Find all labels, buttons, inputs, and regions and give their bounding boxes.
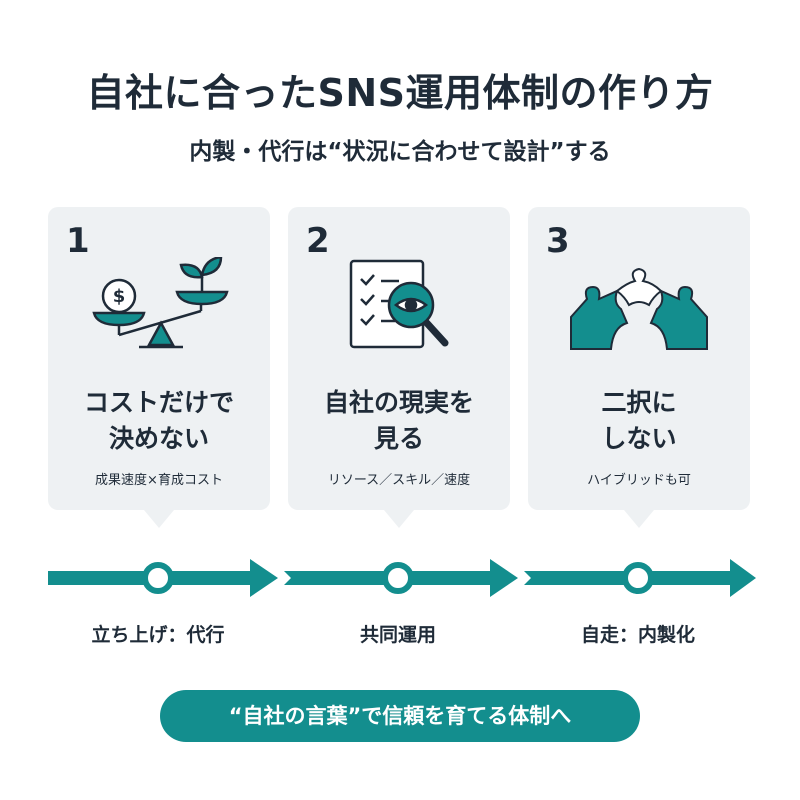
puzzle-bridge-icon	[570, 267, 708, 350]
stage-label-inhouse: 自走：内製化	[580, 624, 695, 646]
card-heading-line: しない	[601, 424, 677, 453]
stage-label-joint: 共同運用	[359, 624, 436, 646]
svg-text:$: $	[113, 286, 126, 307]
scale-coin-plant-icon: $	[92, 257, 229, 349]
card-subtext: ハイブリッドも可	[587, 473, 691, 488]
card-heading: コストだけで 決めない	[48, 385, 270, 457]
card-pointer	[144, 510, 174, 528]
checklist-magnifier-eye-icon	[349, 259, 449, 349]
card-subtext: リソース／スキル／速度	[327, 473, 471, 488]
conclusion-banner: “自社の言葉”で信頼を育てる体制へ	[160, 690, 640, 742]
card-pointer	[624, 510, 654, 528]
timeline-node	[382, 562, 414, 594]
card-1: 1 $ コストだけで 決めない 成果速度×育成コスト	[48, 207, 270, 528]
stage-label-launch: 立ち上げ：代行	[91, 624, 225, 646]
card-pointer	[384, 510, 414, 528]
card-heading-line: 見る	[373, 424, 424, 453]
card-3: 3 二択に しない ハイブリッドも可	[528, 207, 750, 528]
card-heading-line: 決めない	[108, 424, 209, 453]
card-subtext: 成果速度×育成コスト	[95, 473, 223, 488]
timeline-node	[622, 562, 654, 594]
card-number: 3	[546, 221, 570, 261]
card-heading-line: コストだけで	[83, 388, 234, 417]
timeline-node	[142, 562, 174, 594]
card-number: 1	[66, 221, 90, 261]
card-heading-line: 自社の現実を	[323, 388, 474, 417]
card-number: 2	[306, 221, 330, 261]
timeline-arrows	[48, 559, 756, 597]
page-subtitle: 内製・代行は“状況に合わせて設計”する	[189, 139, 611, 165]
page-title: 自社に合ったSNS運用体制の作り方	[86, 71, 714, 115]
card-heading: 二択に しない	[528, 385, 750, 457]
card-2: 2 自社の現実を 見る リソース／スキル／速度	[288, 207, 510, 528]
card-heading-line: 二択に	[601, 388, 677, 417]
card-heading: 自社の現実を 見る	[288, 385, 510, 457]
